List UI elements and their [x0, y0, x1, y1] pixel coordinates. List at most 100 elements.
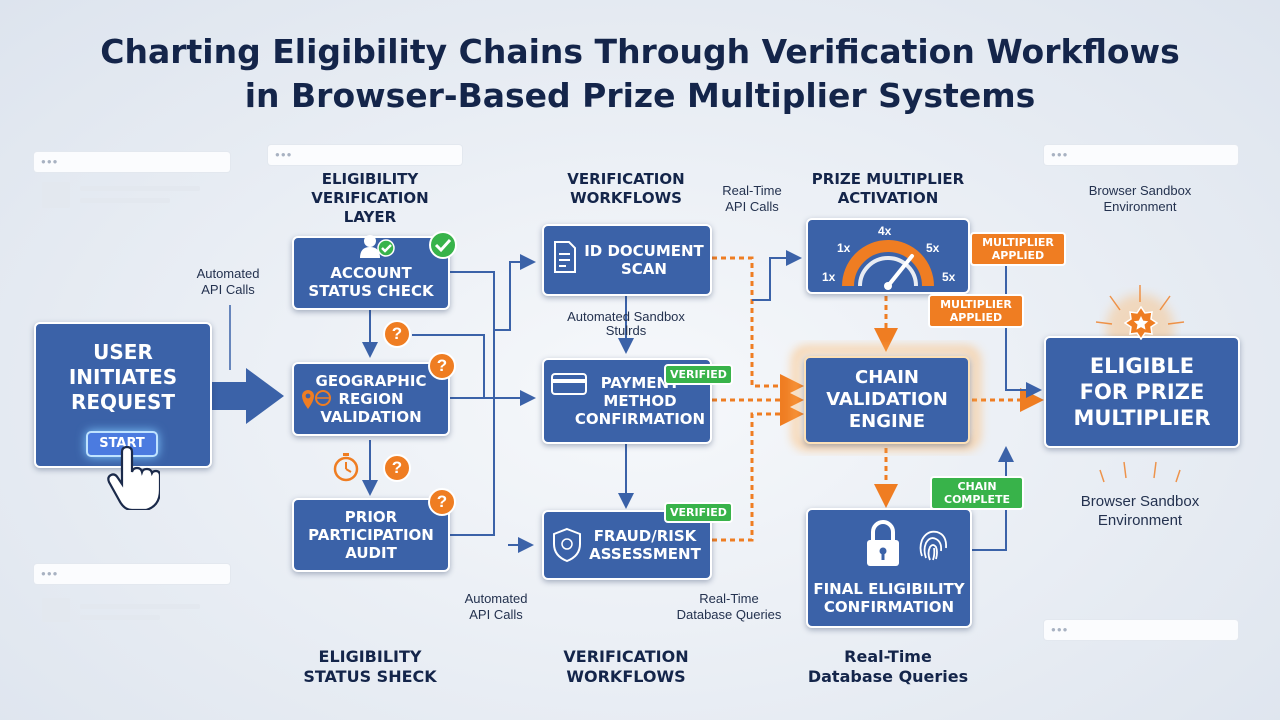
- prior-participation-audit-node: PRIOR PARTICIPATION AUDIT: [292, 498, 450, 572]
- box-line: CONFIRMATION: [574, 410, 706, 428]
- document-icon: [554, 241, 576, 273]
- footer-line: WORKFLOWS: [566, 667, 686, 686]
- verification-workflows-header: VERIFICATION WORKFLOWS: [546, 170, 706, 208]
- badge-line: APPLIED: [991, 249, 1045, 262]
- box-line: ENGINE: [848, 411, 926, 432]
- gauge-label: 5x: [926, 241, 940, 255]
- eligibility-layer-header: ELIGIBILITY VERIFICATION LAYER: [290, 170, 450, 227]
- automated-api-note-bottom: Automated API Calls: [444, 591, 548, 623]
- location-pin-icon: [302, 390, 331, 409]
- header-line: WORKFLOWS: [570, 189, 682, 207]
- box-line: USER: [93, 340, 153, 364]
- header-line: ACTIVATION: [837, 189, 939, 207]
- box-line: FRAUD/RISK: [593, 527, 697, 545]
- footer-line: Real-Time: [844, 647, 932, 666]
- ghost-block: [42, 182, 70, 208]
- footer-line: Database Queries: [807, 667, 969, 686]
- box-line: MULTIPLIER: [1073, 406, 1211, 430]
- lock-icon: [867, 520, 899, 566]
- footer-line: VERIFICATION: [563, 647, 689, 666]
- note-line: Browser Sandbox: [1080, 493, 1200, 510]
- box-line: CONFIRMATION: [823, 598, 955, 616]
- badge-line: CHAIN: [957, 480, 997, 493]
- user-check-icon: [360, 235, 395, 258]
- question-icon: ?: [383, 454, 411, 482]
- header-line: ELIGIBILITY: [321, 170, 419, 188]
- note-line: API Calls: [469, 607, 523, 622]
- box-line: VALIDATION: [320, 408, 422, 426]
- header-line: VERIFICATION: [567, 170, 685, 188]
- box-line: AUDIT: [345, 544, 397, 562]
- realtime-db-note-small: Real-Time Database Queries: [662, 591, 796, 623]
- box-line: FINAL ELIGIBILITY: [813, 580, 965, 598]
- final-eligibility-confirmation-node: FINAL ELIGIBILITY CONFIRMATION: [806, 508, 972, 628]
- title-line-2: in Browser-Based Prize Multiplier System…: [244, 76, 1036, 115]
- chain-validation-engine-node: CHAIN VALIDATION ENGINE: [804, 356, 970, 444]
- footer-realtime-database: Real-Time Database Queries: [790, 647, 986, 687]
- box-line: REQUEST: [70, 390, 175, 414]
- box-line: INITIATES: [68, 365, 178, 389]
- gauge-label: 1x: [822, 270, 836, 284]
- box-line: METHOD: [603, 392, 677, 410]
- note-line: Environment: [1097, 512, 1183, 529]
- check-circle-icon: [429, 231, 457, 259]
- badge-line: APPLIED: [949, 311, 1003, 324]
- ghost-line: [80, 604, 200, 609]
- note-line: Real-Time: [722, 183, 782, 198]
- prize-multiplier-gauge-node: [806, 218, 970, 294]
- window-dots-icon: ●●●: [275, 150, 293, 159]
- fingerprint-icon: [919, 530, 947, 561]
- box-line: ELIGIBLE: [1089, 354, 1195, 378]
- page-title: Charting Eligibility Chains Through Veri…: [0, 30, 1280, 118]
- ghost-block: [42, 598, 70, 622]
- note-line: Environment: [1103, 199, 1177, 214]
- badge-line: COMPLETE: [944, 493, 1010, 506]
- box-line: FOR PRIZE: [1079, 380, 1205, 404]
- star-badge-icon: [1124, 306, 1158, 340]
- ghost-line: [80, 186, 200, 191]
- browser-window-bar: ●●●: [1044, 145, 1238, 165]
- user-initiates-request-box: USER INITIATES REQUEST: [34, 322, 212, 468]
- stopwatch-icon: [333, 453, 359, 482]
- window-dots-icon: ●●●: [1051, 625, 1069, 634]
- window-dots-icon: ●●●: [1051, 150, 1069, 159]
- automated-sandbox-note: Automated Sandbox Stulrds: [546, 310, 706, 338]
- question-icon: ?: [428, 488, 456, 516]
- note-line: API Calls: [201, 282, 255, 297]
- title-line-1: Charting Eligibility Chains Through Veri…: [100, 32, 1180, 71]
- prize-multiplier-header: PRIZE MULTIPLIER ACTIVATION: [796, 170, 980, 208]
- browser-window-bar: ●●●: [34, 564, 230, 584]
- box-line: ID DOCUMENT: [584, 242, 704, 260]
- header-line: PRIZE MULTIPLIER: [811, 170, 965, 188]
- box-line: GEOGRAPHIC: [315, 372, 427, 390]
- box-line: SCAN: [621, 260, 667, 278]
- geographic-region-validation-node: GEOGRAPHIC REGION VALIDATION: [292, 362, 450, 436]
- box-line: PAYMENT: [600, 374, 680, 392]
- question-icon: ?: [383, 320, 411, 348]
- browser-sandbox-note-top: Browser Sandbox Environment: [1060, 183, 1220, 215]
- verified-badge: VERIFIED: [664, 502, 733, 523]
- multiplier-gauge-icon: [842, 240, 934, 290]
- note-line: Browser Sandbox: [1088, 183, 1192, 198]
- box-line: PARTICIPATION: [308, 526, 434, 544]
- multiplier-applied-badge: MULTIPLIER APPLIED: [928, 294, 1024, 328]
- browser-sandbox-note-mid: Browser Sandbox Environment: [1050, 492, 1230, 530]
- question-icon: ?: [428, 352, 456, 380]
- footer-eligibility-status: ELIGIBILITY STATUS SHECK: [290, 647, 450, 687]
- header-line: LAYER: [343, 208, 397, 226]
- box-line: PRIOR: [344, 508, 398, 526]
- badge-line: MULTIPLIER: [940, 298, 1012, 311]
- box-line: ASSESSMENT: [589, 545, 701, 563]
- chain-complete-badge: CHAIN COMPLETE: [930, 476, 1024, 510]
- note-line: Automated: [196, 266, 260, 281]
- footer-line: STATUS SHECK: [303, 667, 437, 686]
- pointer-hand-icon: [107, 446, 160, 510]
- browser-window-bar: ●●●: [268, 145, 462, 165]
- note-line: Stulrds: [605, 323, 647, 338]
- footer-line: ELIGIBILITY: [318, 647, 422, 666]
- gauge-label: 4x: [878, 224, 892, 238]
- start-arrow: [210, 368, 284, 424]
- verified-badge: VERIFIED: [664, 364, 733, 385]
- box-line: VALIDATION: [826, 389, 948, 410]
- payment-method-confirmation-node: PAYMENT METHOD CONFIRMATION: [542, 358, 712, 444]
